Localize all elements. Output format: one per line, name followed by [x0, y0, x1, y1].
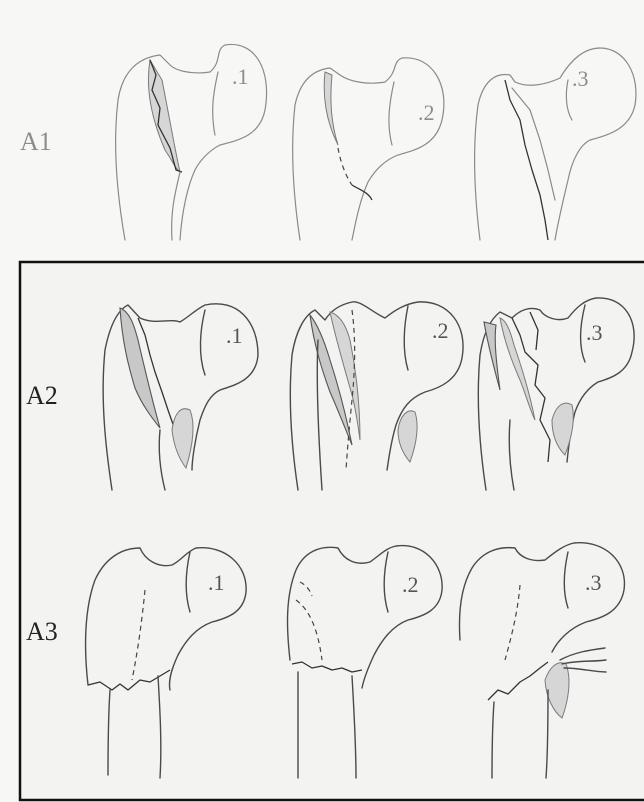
- group-frame: [20, 262, 644, 800]
- panel-label-a2-3: .3: [586, 320, 603, 345]
- panel-label-a2-2: .2: [432, 318, 449, 343]
- panel-label-a3-2: .2: [402, 572, 419, 597]
- group-label-a3: A3: [26, 617, 58, 646]
- femur-drawing-a1-2: [293, 58, 444, 240]
- panel-label-a3-3: .3: [585, 570, 602, 595]
- group-label-a2: A2: [26, 381, 58, 410]
- panel-label-a1-1: .1: [232, 64, 249, 89]
- femur-drawing-a1-3: [475, 48, 636, 240]
- group-label-a1: A1: [20, 127, 52, 156]
- panel-label-a3-1: .1: [208, 570, 225, 595]
- panel-label-a2-1: .1: [226, 323, 243, 348]
- panel-label-a1-2: .2: [418, 100, 435, 125]
- panel-label-a1-3: .3: [572, 66, 589, 91]
